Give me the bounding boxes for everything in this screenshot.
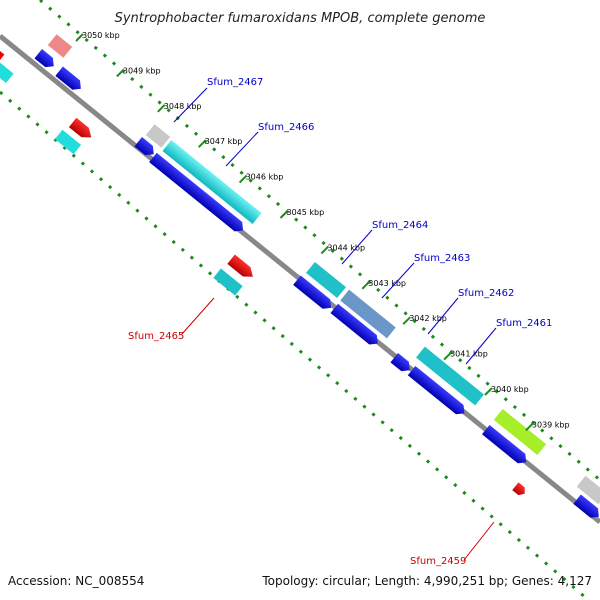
feature-red-left xyxy=(0,41,5,66)
cds-arrow xyxy=(330,303,378,345)
leader-sfum-2462 xyxy=(427,297,459,335)
leader-sfum-2461 xyxy=(465,327,497,365)
feature-lime xyxy=(493,408,547,456)
kbp-tick-mark xyxy=(484,387,493,396)
leader-sfum-2467 xyxy=(173,87,208,123)
kbp-tick-mark xyxy=(157,104,166,113)
cds-arrow xyxy=(134,137,154,156)
feature-sfum-2465 xyxy=(227,254,253,277)
leader-sfum-2466 xyxy=(225,131,259,167)
kbp-tick-mark xyxy=(525,422,534,432)
kbp-tick-label: 3041 kbp xyxy=(450,350,488,359)
leader-sfum-2459 xyxy=(463,521,495,561)
gene-label-sfum-2463[interactable]: Sfum_2463 xyxy=(414,253,470,264)
map-title: Syntrophobacter fumaroxidans MPOB, compl… xyxy=(115,11,486,26)
outer-dotted-ring xyxy=(39,0,600,482)
kbp-tick-mark xyxy=(238,174,248,184)
cds-arrow xyxy=(407,365,465,415)
feature-cyan-left xyxy=(0,61,14,83)
inner-dotted-ring xyxy=(0,90,591,600)
kbp-tick-mark xyxy=(75,33,84,42)
kbp-tick-label: 3044 kbp xyxy=(327,243,365,252)
feature-cyan xyxy=(54,129,82,155)
leader-sfum-2465 xyxy=(181,297,215,335)
kbp-tick-label: 3050 kbp xyxy=(82,31,120,40)
feature-red-arrow xyxy=(68,117,92,138)
feature-sfum-2466 xyxy=(162,140,262,224)
cds-arrow-sfum-2466 xyxy=(149,152,244,232)
gene-label-sfum-2465[interactable]: Sfum_2465 xyxy=(128,331,184,342)
gene-label-sfum-2461[interactable]: Sfum_2461 xyxy=(496,318,552,329)
feature-grey xyxy=(145,124,171,148)
feature-sfum-2459 xyxy=(512,482,525,496)
kbp-tick-mark xyxy=(443,351,452,361)
topology-summary: Topology: circular; Length: 4,990,251 bp… xyxy=(261,574,592,588)
cds-arrow xyxy=(34,49,54,68)
gene-label-sfum-2466[interactable]: Sfum_2466 xyxy=(258,122,314,133)
kbp-tick-mark xyxy=(197,139,207,148)
feature-teal xyxy=(213,268,243,296)
kbp-tick-label: 3042 kbp xyxy=(409,314,447,323)
feature-sfum-2461 xyxy=(416,346,484,406)
cds-arrow xyxy=(390,353,410,372)
accession-text: Accession: NC_008554 xyxy=(8,574,144,588)
kbp-tick-mark xyxy=(116,68,125,78)
gene-label-sfum-2462[interactable]: Sfum_2462 xyxy=(458,288,514,299)
kbp-tick-label: 3046 kbp xyxy=(246,173,284,182)
leader-sfum-2463 xyxy=(381,262,415,299)
gene-label-sfum-2459[interactable]: Sfum_2459 xyxy=(410,556,466,567)
kbp-tick-label: 3047 kbp xyxy=(205,137,243,146)
leader-sfum-2464 xyxy=(341,229,373,265)
cds-arrow xyxy=(573,494,599,518)
kbp-tick-label: 3043 kbp xyxy=(368,279,406,288)
cds-arrow xyxy=(55,66,81,90)
kbp-tick-mark xyxy=(279,210,289,219)
gene-label-sfum-2464[interactable]: Sfum_2464 xyxy=(372,220,428,231)
feature-sfum-2463 xyxy=(340,289,396,339)
kbp-tick-label: 3040 kbp xyxy=(491,385,529,394)
kbp-tick-mark xyxy=(361,281,371,290)
kbp-tick-label: 3049 kbp xyxy=(123,66,161,75)
kbp-tick-label: 3039 kbp xyxy=(532,420,570,429)
feature-sfum-2464 xyxy=(306,261,346,299)
kbp-tick-label: 3048 kbp xyxy=(164,102,202,111)
cds-arrow xyxy=(293,275,332,309)
kbp-tick-label: 3045 kbp xyxy=(287,208,325,217)
feature-pink xyxy=(47,34,73,58)
cds-arrow xyxy=(482,424,527,464)
kbp-tick-mark xyxy=(402,316,411,325)
kbp-ticks: 3050 kbp 3049 kbp 3048 kbp 3047 kbp 3046 kbp… xyxy=(75,31,570,432)
gene-label-sfum-2467[interactable]: Sfum_2467 xyxy=(207,77,263,88)
kbp-tick-mark xyxy=(320,245,330,255)
